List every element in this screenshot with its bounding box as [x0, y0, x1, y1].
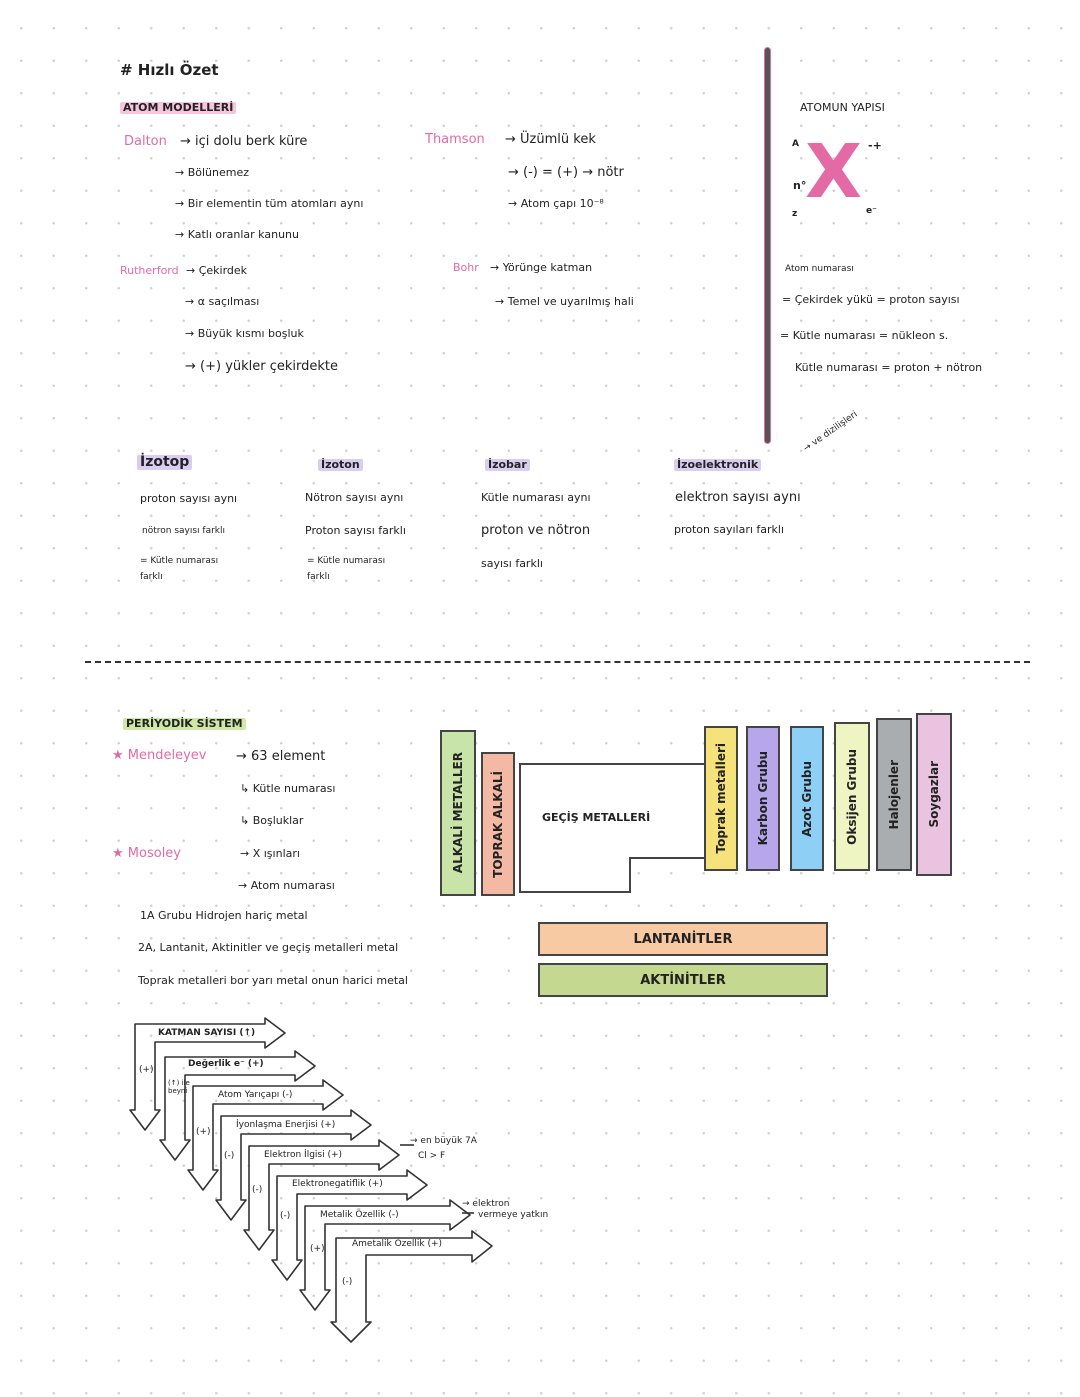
bohr-item: → Yörünge katman: [490, 261, 593, 274]
trend-note: Cl > F: [418, 1151, 446, 1161]
trend-note: → en büyük 7A: [410, 1136, 477, 1146]
group-azot: Azot Grubu: [790, 726, 824, 871]
mass-number-symbol: A: [792, 139, 799, 149]
thomson-item: → Üzümlü kek: [505, 132, 596, 147]
trend-label-yaricap: Atom Yarıçapı (-): [218, 1090, 293, 1100]
electron-symbol: e⁻: [866, 206, 877, 216]
trend-side: (+): [139, 1065, 154, 1075]
izoton-line: Nötron sayısı aynı: [305, 491, 404, 504]
izoton-line: Proton sayısı farklı: [305, 524, 406, 537]
group-toprak-metalleri: Toprak metalleri: [704, 726, 738, 871]
mendeleyev-item: ↳ Boşluklar: [240, 814, 304, 827]
trend-side: (-): [342, 1277, 353, 1287]
thomson-label: Thamson: [425, 132, 485, 147]
mosoley-label: ★ Mosoley: [112, 846, 181, 861]
section-divider-vertical: [765, 48, 770, 443]
section-divider-horizontal: [85, 661, 1030, 663]
izoton-title: İzoton: [318, 458, 363, 472]
izoelektronik-title: İzoelektronik: [674, 458, 762, 472]
izoton-line: farklı: [307, 572, 330, 582]
rutherford-item: → α saçılması: [185, 295, 260, 308]
rutherford-label: Rutherford: [120, 264, 179, 277]
bohr-label: Bohr: [453, 261, 479, 274]
izoton-line: = Kütle numarası: [307, 556, 386, 566]
trend-side: (+): [310, 1244, 325, 1254]
trend-side: (-): [252, 1185, 263, 1195]
thomson-item: → (-) = (+) → nötr: [508, 165, 624, 180]
izoelektronik-note: → ve dizilişleri: [801, 409, 860, 455]
group-soygazlar: Soygazlar: [916, 713, 952, 876]
actinides-row: AKTİNİTLER: [538, 963, 828, 997]
atom-structure-line: Kütle numarası = proton + nötron: [795, 361, 983, 374]
dalton-item: → Bir elementin tüm atomları aynı: [175, 197, 364, 210]
izoelektronik-line: elektron sayısı aynı: [675, 490, 801, 505]
izobar-line: sayısı farklı: [481, 557, 543, 570]
bohr-item: → Temel ve uyarılmış hali: [495, 295, 634, 308]
trend-label-katman: KATMAN SAYISI (↑): [158, 1028, 256, 1038]
trend-label-iyonlasma: İyonlaşma Enerjisi (+): [236, 1120, 336, 1130]
trend-side: (-): [224, 1151, 235, 1161]
periodic-heading: PERİYODİK SİSTEM: [123, 717, 246, 731]
trend-label-ametalik: Ametalik Özellik (+): [352, 1239, 443, 1249]
group-halojenler: Halojenler: [876, 718, 912, 871]
element-symbol: X: [805, 129, 863, 215]
trend-side: (-): [280, 1211, 291, 1221]
dalton-item: → Katlı oranlar kanunu: [175, 228, 299, 241]
rutherford-item: → Büyük kısmı boşluk: [185, 327, 304, 340]
izotop-title: İzotop: [137, 454, 193, 471]
group-alkaline-earth: TOPRAK ALKALİ: [481, 752, 515, 896]
izobar-line: proton ve nötron: [481, 523, 591, 538]
izobar-title: İzobar: [485, 458, 530, 472]
transition-metals-label: GEÇİŞ METALLERİ: [542, 811, 651, 824]
izotop-line: proton sayısı aynı: [140, 492, 238, 505]
dalton-item: → Bölünemez: [175, 166, 250, 179]
mosoley-item: → X ışınları: [240, 847, 300, 860]
lanthanides-row: LANTANİTLER: [538, 922, 828, 956]
trend-label-metalik: Metalik Özellik (-): [320, 1210, 399, 1220]
atom-structure-line: = Çekirdek yükü = proton sayısı: [782, 293, 960, 306]
trend-note: → elektron: [462, 1199, 510, 1209]
trend-note: vermeye yatkın: [478, 1210, 549, 1220]
rutherford-item: → Çekirdek: [186, 264, 248, 277]
izobar-line: Kütle numarası aynı: [481, 491, 591, 504]
mosoley-item: → Atom numarası: [238, 879, 335, 892]
trend-side: (↑) ile beyni: [168, 1079, 190, 1095]
thomson-item: → Atom çapı 10⁻⁸: [508, 197, 604, 210]
dalton-item: → içi dolu berk küre: [180, 134, 308, 149]
atomic-number-symbol: z: [792, 209, 798, 219]
izotop-line: nötron sayısı farklı: [142, 526, 225, 536]
periodic-note: 2A, Lantanit, Aktinitler ve geçiş metall…: [138, 941, 399, 954]
group-karbon: Karbon Grubu: [746, 726, 780, 871]
periodic-note: 1A Grubu Hidrojen hariç metal: [140, 909, 308, 922]
atom-structure-heading: ATOMUN YAPISI: [800, 101, 885, 114]
trend-side: (+): [196, 1127, 211, 1137]
rutherford-item: → (+) yükler çekirdekte: [185, 359, 339, 374]
trend-label-elektronegatiflik: Elektronegatiflik (+): [292, 1179, 383, 1189]
izotop-line: farklı: [140, 572, 163, 582]
izoelektronik-line: proton sayıları farklı: [674, 523, 785, 536]
charge-symbol: -+: [868, 139, 882, 152]
atom-structure-line: Atom numarası: [785, 264, 854, 274]
atom-structure-line: = Kütle numarası = nükleon s.: [780, 329, 949, 342]
trend-label-degerlik: Değerlik e⁻ (+): [188, 1059, 264, 1069]
page-title: # Hızlı Özet: [120, 61, 219, 79]
transition-metals-block: [519, 763, 727, 893]
mendeleyev-item: → 63 element: [236, 749, 326, 764]
atom-models-heading: ATOM MODELLERİ: [120, 101, 237, 115]
izotop-line: = Kütle numarası: [140, 556, 219, 566]
dalton-label: Dalton: [124, 134, 167, 149]
group-alkali-metals: ALKALİ METALLER: [440, 730, 476, 896]
group-oksijen: Oksijen Grubu: [834, 722, 870, 871]
mendeleyev-label: ★ Mendeleyev: [112, 748, 207, 763]
neutron-symbol: n°: [793, 179, 807, 192]
trend-label-elektron-ilgisi: Elektron İlgisi (+): [264, 1150, 343, 1160]
mendeleyev-item: ↳ Kütle numarası: [240, 782, 336, 795]
periodic-note: Toprak metalleri bor yarı metal onun har…: [138, 974, 408, 987]
